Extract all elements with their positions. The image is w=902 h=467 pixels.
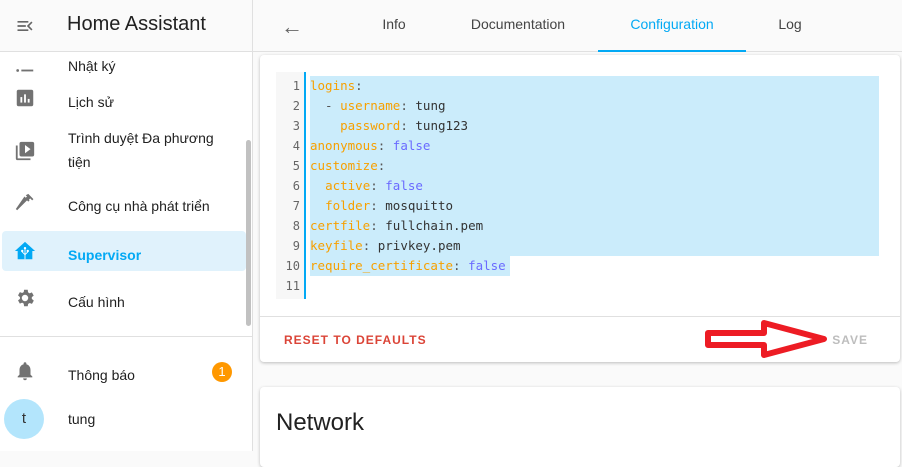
code-line: keyfile: privkey.pem — [310, 236, 879, 256]
network-card: Network — [260, 387, 900, 467]
code-line: anonymous: false — [310, 136, 879, 156]
tab-bar: ← Info Documentation Configuration Log — [253, 0, 902, 52]
sidebar-item-label: Lịch sử — [68, 94, 114, 110]
code-line — [310, 276, 879, 296]
avatar[interactable]: t — [4, 399, 44, 439]
home-assistant-icon — [14, 241, 36, 260]
line-number: 5 — [292, 159, 300, 173]
app-title: Home Assistant — [67, 13, 206, 35]
sidebar-header: Home Assistant — [0, 0, 252, 52]
tab-log[interactable]: Log — [778, 16, 802, 32]
line-number: 8 — [292, 219, 300, 233]
code-line: password: tung123 — [310, 116, 879, 136]
sidebar-item-media-browser[interactable]: Trình duyệt Đa phương tiện — [2, 126, 246, 174]
sidebar-item-label: Cấu hình — [68, 294, 125, 310]
list-icon — [16, 69, 34, 72]
line-number: 11 — [285, 279, 300, 293]
code-line: customize: — [310, 156, 879, 176]
sidebar-item-configuration[interactable]: Cấu hình — [2, 278, 246, 318]
chart-bar-icon — [16, 89, 34, 107]
user-name[interactable]: tung — [68, 411, 96, 427]
sidebar-item-supervisor[interactable]: Supervisor — [2, 231, 246, 271]
hammer-icon — [15, 193, 34, 211]
line-number: 4 — [292, 139, 300, 153]
code-line: folder: mosquitto — [310, 196, 879, 216]
sidebar-item-developer-tools[interactable]: Công cụ nhà phát triển — [2, 182, 246, 222]
red-arrow-annotation-icon — [705, 320, 827, 358]
sidebar-item-label: Supervisor — [68, 247, 142, 263]
line-number: 2 — [292, 99, 300, 113]
line-number: 1 — [292, 79, 300, 93]
code-line: certfile: fullchain.pem — [310, 216, 879, 236]
sidebar-item-notifications[interactable]: Thông báo — [2, 351, 246, 391]
code-line: - username: tung — [310, 96, 879, 116]
network-title: Network — [276, 409, 365, 436]
sidebar: Home Assistant Nhật ký Lịch sử Trình duy… — [0, 0, 253, 451]
sidebar-item-label: Thông báo — [68, 367, 135, 383]
yaml-editor[interactable]: 1 2 3 4 5 6 7 8 9 10 11 logins: - username: tung p… — [276, 72, 880, 299]
line-number: 10 — [285, 259, 300, 273]
tab-documentation[interactable]: Documentation — [470, 16, 566, 32]
line-number: 7 — [292, 199, 300, 213]
back-arrow-icon[interactable]: ← — [281, 14, 303, 39]
configuration-card: 1 2 3 4 5 6 7 8 9 10 11 logins: - username: tung p… — [260, 55, 900, 362]
sidebar-item-label: Công cụ nhà phát triển — [68, 198, 210, 214]
sidebar-divider — [0, 336, 252, 337]
notification-badge: 1 — [212, 362, 232, 382]
code-line: active: false — [310, 176, 879, 196]
gear-icon — [18, 289, 34, 307]
card-actions: RESET TO DEFAULTS SAVE — [260, 316, 900, 362]
sidebar-item-logbook[interactable]: Nhật ký — [2, 42, 246, 82]
tab-configuration[interactable]: Configuration — [598, 0, 746, 52]
sidebar-item-label: Trình duyệt Đa phương tiện — [68, 130, 214, 170]
line-number-gutter: 1 2 3 4 5 6 7 8 9 10 11 — [276, 72, 306, 299]
line-number: 9 — [292, 239, 300, 253]
play-box-multiple-icon — [15, 141, 35, 161]
bell-icon — [17, 362, 33, 381]
sidebar-scrollbar[interactable] — [246, 140, 251, 326]
line-number: 6 — [292, 179, 300, 193]
code-line: require_certificate: false — [310, 256, 510, 276]
sidebar-item-history[interactable]: Lịch sử — [2, 78, 246, 118]
code-content[interactable]: logins: - username: tung password: tung1… — [310, 76, 879, 296]
sidebar-item-label: Nhật ký — [68, 58, 116, 74]
reset-to-defaults-button[interactable]: RESET TO DEFAULTS — [284, 333, 427, 347]
save-button[interactable]: SAVE — [832, 333, 868, 347]
tab-info[interactable]: Info — [382, 16, 406, 32]
code-line: logins: — [310, 76, 879, 96]
menu-collapse-icon[interactable] — [14, 16, 36, 36]
line-number: 3 — [292, 119, 300, 133]
